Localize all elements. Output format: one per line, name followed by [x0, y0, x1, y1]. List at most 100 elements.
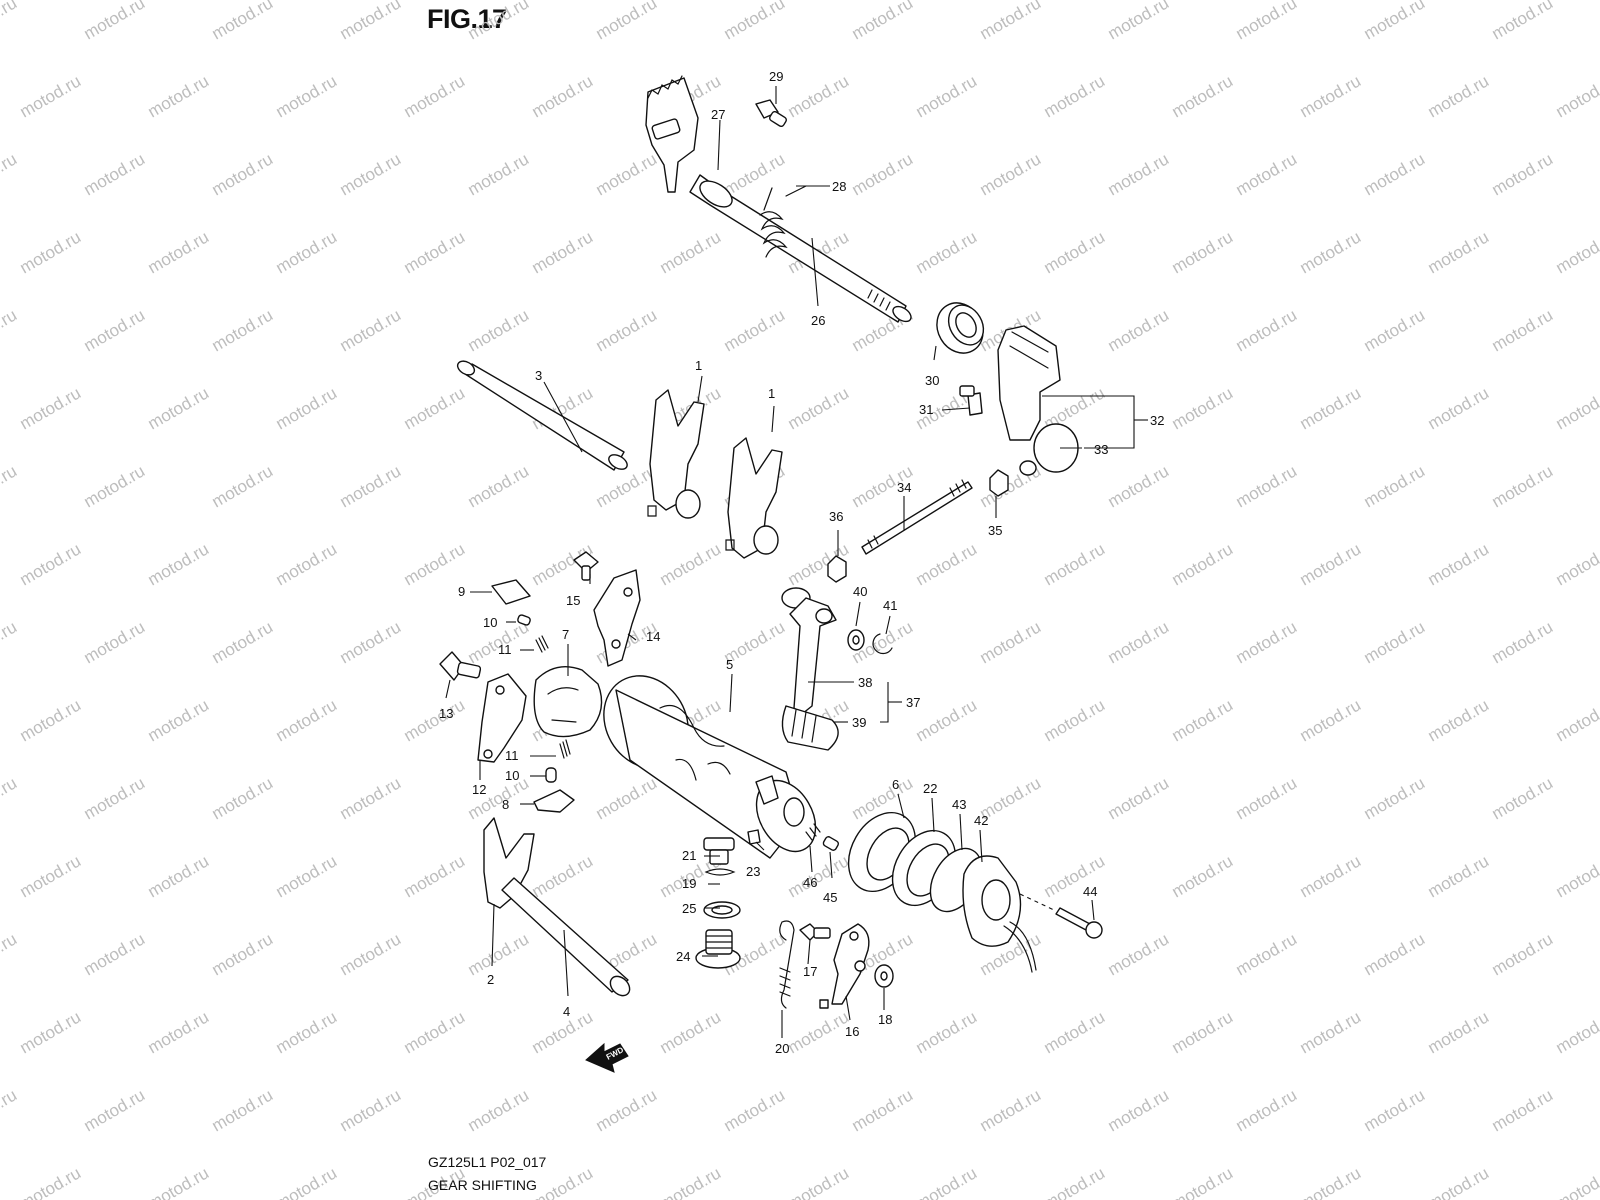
watermark-text: motod.ru	[913, 71, 981, 121]
callout-6: 6	[892, 777, 899, 792]
watermark-text: motod.ru	[337, 0, 405, 43]
watermark-text: motod.ru	[465, 929, 533, 979]
callout-18: 18	[878, 1012, 892, 1027]
callout-38: 38	[858, 675, 872, 690]
watermark-text: motod.ru	[145, 1007, 213, 1057]
part-screw-44	[1019, 893, 1103, 939]
callout-27: 27	[711, 107, 725, 122]
drawing-code: GZ125L1 P02_017	[428, 1154, 547, 1170]
part-neutral-switch-stack	[695, 837, 741, 969]
watermark-text: motod.ru	[593, 149, 661, 199]
fwd-arrow-icon: FWD	[585, 1042, 629, 1073]
watermark-text: motod.ru	[1489, 149, 1557, 199]
watermark-text: motod.ru	[337, 305, 405, 355]
watermark-text: motod.ru	[401, 695, 469, 745]
watermark-text: motod.ru	[977, 149, 1045, 199]
watermark-text: motod.ru	[1297, 1007, 1365, 1057]
callout-44: 44	[1083, 884, 1097, 899]
callout-5: 5	[726, 657, 733, 672]
watermark-text: motod.ru	[1489, 617, 1557, 667]
watermark-text: motod.ru	[401, 71, 469, 121]
watermark-text: motod.ru	[1361, 305, 1429, 355]
watermark-text: motod.ru	[1361, 461, 1429, 511]
callout-11a: 11	[498, 642, 512, 657]
watermark-text: motod.ru	[1489, 0, 1557, 43]
watermark-text: motod.ru	[465, 0, 533, 43]
watermark-text: motod.ru	[1169, 851, 1237, 901]
watermark-text: motod.ru	[0, 773, 20, 823]
watermark-text: motod.ru	[593, 1085, 661, 1135]
watermark-text: motod.ru	[1233, 1085, 1301, 1135]
watermark-text: motod.ru	[0, 461, 20, 511]
watermark-text: motod.ru	[17, 227, 85, 277]
watermark-text: motod.ru	[273, 539, 341, 589]
callout-9: 9	[458, 584, 465, 599]
callout-39: 39	[852, 715, 866, 730]
callout-36: 36	[829, 509, 843, 524]
watermark-text: motod.ru	[1553, 383, 1600, 433]
callout-10a: 10	[483, 615, 497, 630]
callout-2: 2	[487, 972, 494, 987]
part-switch-42	[962, 855, 1037, 973]
part-shift-fork-2	[483, 817, 631, 997]
watermark-text: motod.ru	[273, 851, 341, 901]
watermark-text: motod.ru	[1297, 71, 1365, 121]
part-fork-shaft-3	[456, 360, 628, 471]
watermark-text: motod.ru	[721, 305, 789, 355]
watermark-text: motod.ru	[1041, 71, 1109, 121]
watermark-text: motod.ru	[1297, 539, 1365, 589]
watermark-text: motod.ru	[785, 71, 853, 121]
part-shift-fork-1b	[725, 437, 783, 559]
watermark-text: motod.ru	[593, 773, 661, 823]
watermark-text: motod.ru	[1169, 539, 1237, 589]
watermark-text: motod.ru	[465, 773, 533, 823]
watermark-text: motod.ru	[1361, 773, 1429, 823]
part-plate-14	[593, 569, 641, 667]
watermark-text: motod.ru	[1041, 851, 1109, 901]
watermark-text: motod.ru	[849, 0, 917, 43]
callout-4: 4	[563, 1004, 570, 1019]
watermark-text: motod.ru	[17, 383, 85, 433]
watermark-text: motod.ru	[1489, 461, 1557, 511]
leader-lines	[445, 86, 1148, 1038]
watermark-text: motod.ru	[1361, 1085, 1429, 1135]
watermark-text: motod.ru	[337, 1085, 405, 1135]
watermark-text: motod.ru	[1169, 695, 1237, 745]
watermark-text: motod.ru	[465, 305, 533, 355]
watermark-text: motod.ru	[145, 1163, 213, 1200]
callout-21: 21	[682, 848, 696, 863]
watermark-text: motod.ru	[81, 929, 149, 979]
watermark-text: motod.ru	[1041, 695, 1109, 745]
callout-20: 20	[775, 1041, 789, 1056]
watermark-text: motod.ru	[1425, 227, 1493, 277]
watermark-text: motod.ru	[273, 1163, 341, 1200]
watermark-text: motod.ru	[1553, 227, 1600, 277]
callout-numbers: 29 27 28 26 30 31 32 33 34 35 36 40 41 3…	[439, 69, 1164, 1056]
watermark-text: motod.ru	[273, 1007, 341, 1057]
watermark-text: motod.ru	[1553, 1163, 1600, 1200]
watermark-text: motod.ru	[209, 617, 277, 667]
watermark-text: motod.ru	[1425, 1163, 1493, 1200]
part-bearing-30	[936, 302, 985, 354]
part-gearshift-rod	[827, 469, 1009, 583]
callout-40: 40	[853, 584, 867, 599]
callout-29: 29	[769, 69, 783, 84]
part-pin-spring-set	[747, 823, 840, 851]
watermark-text: motod.ru	[1489, 773, 1557, 823]
watermark-text: motod.ru	[1489, 305, 1557, 355]
callout-22: 22	[923, 781, 937, 796]
callout-32: 32	[1150, 413, 1164, 428]
part-gearshift-cam-5	[603, 675, 817, 859]
watermark-text: motod.ru	[1425, 71, 1493, 121]
part-small-lower	[533, 739, 575, 813]
watermark-text: motod.ru	[465, 461, 533, 511]
callout-11b: 11	[505, 748, 519, 763]
watermark-text: motod.ru	[1105, 0, 1173, 43]
watermark-text: motod.ru	[1233, 461, 1301, 511]
watermark-text: motod.ru	[1233, 0, 1301, 43]
watermark-text: motod.ru	[17, 71, 85, 121]
drawing-name: GEAR SHIFTING	[428, 1177, 537, 1193]
watermark-text: motod.ru	[1553, 695, 1600, 745]
watermark-text: motod.ru	[0, 0, 20, 43]
